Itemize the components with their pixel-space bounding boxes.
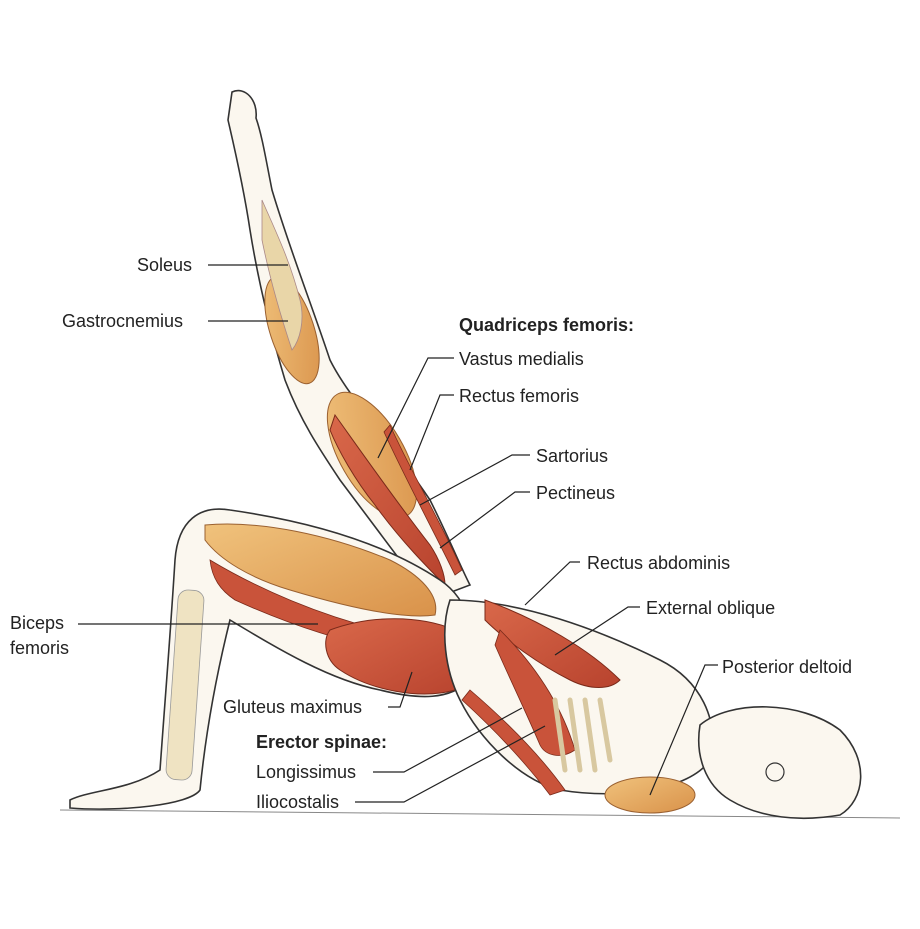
label-gastrocnemius: Gastrocnemius	[62, 311, 184, 331]
thigh-muscles	[204, 523, 437, 617]
label-rectus-femoris: Rectus femoris	[459, 386, 580, 406]
leader-gluteus-maximus	[388, 671, 413, 708]
shin-bone	[165, 589, 205, 781]
label-iliocostalis: Iliocostalis	[256, 792, 340, 812]
label-rectus-abdominis: Rectus abdominis	[587, 553, 731, 573]
torso	[444, 599, 714, 814]
leader-external-oblique	[554, 606, 640, 656]
label-gluteus-maximus: Gluteus maximus	[223, 697, 363, 717]
heading-erector-spinae: Erector spinae:	[256, 732, 388, 752]
soleus-muscle	[261, 199, 303, 351]
label-soleus: Soleus	[137, 255, 193, 275]
leader-rectus-femoris	[409, 394, 454, 471]
label-pectineus: Pectineus	[536, 483, 616, 503]
rectus-abdominis-muscle	[484, 599, 621, 688]
leader-pectineus	[439, 491, 530, 549]
floor-line	[59, 809, 901, 819]
sartorius-muscle	[383, 424, 463, 576]
leader-vastus-medialis	[377, 357, 454, 459]
external-oblique-muscle	[494, 629, 576, 756]
leader-iliocostalis	[355, 725, 546, 803]
label-sartorius: Sartorius	[536, 446, 609, 466]
label-posterior-deltoid: Posterior deltoid	[722, 657, 853, 677]
raised-leg	[227, 89, 472, 601]
head	[698, 706, 862, 820]
bent-leg	[69, 508, 475, 810]
heading-quadriceps-femoris: Quadriceps femoris:	[459, 315, 635, 335]
ribs	[552, 697, 613, 773]
leader-sartorius	[419, 454, 530, 506]
leader-lines	[78, 264, 718, 803]
ear	[765, 762, 785, 782]
label-biceps-femoris-line1: Biceps	[10, 613, 65, 633]
label-biceps-femoris-line2: femoris	[10, 638, 70, 658]
leader-longissimus	[373, 707, 523, 773]
label-longissimus: Longissimus	[256, 762, 357, 782]
label-vastus-medialis: Vastus medialis	[459, 349, 584, 369]
leader-posterior-deltoid	[649, 664, 718, 796]
leader-rectus-abdominis	[524, 561, 580, 606]
label-external-oblique: External oblique	[646, 598, 776, 618]
